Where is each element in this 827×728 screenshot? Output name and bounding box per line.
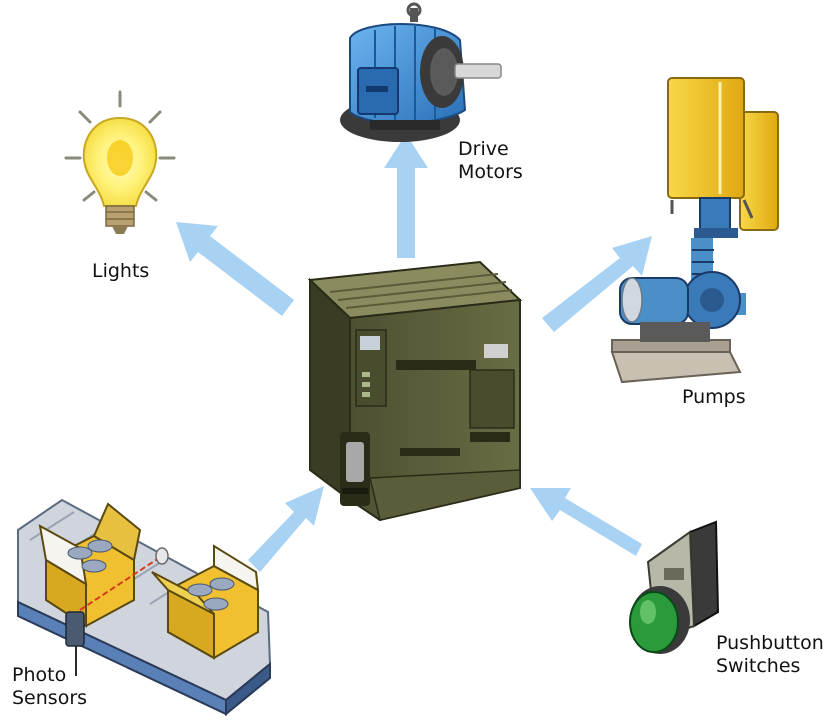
drive-motors-label: Drive Motors [458, 138, 523, 184]
pushbutton-switches-label-line-2: Switches [716, 655, 801, 677]
plc-controller-icon [307, 260, 523, 522]
photo-sensors-label-line-1: Photo [12, 664, 67, 686]
arrow-from-photo-sensors [248, 486, 324, 572]
pumps-label: Pumps [682, 386, 746, 409]
drive-motors-label-line-2: Motors [458, 161, 523, 183]
pump-icon [610, 77, 779, 384]
arrow-to-drive-motors [384, 134, 428, 258]
light-bulb-icon [64, 90, 176, 234]
lights-label-line-1: Lights [92, 260, 150, 282]
pushbutton-switch-icon [629, 520, 720, 654]
photo-sensors-label: Photo Sensors [12, 664, 87, 710]
photo-sensors-label-line-2: Sensors [12, 687, 88, 709]
arrow-to-lights [176, 222, 294, 316]
arrow-from-pushbutton-switches [530, 488, 642, 556]
conveyor-photo-sensor-icon [17, 498, 272, 717]
lights-label: Lights [92, 260, 149, 283]
pushbutton-switches-label: Pushbutton Switches [716, 632, 824, 678]
drive-motors-label-line-1: Drive [458, 138, 509, 160]
pushbutton-switches-label-line-1: Pushbutton [716, 632, 824, 654]
drive-motor-icon [340, 2, 502, 142]
pumps-label-line-1: Pumps [682, 386, 746, 408]
arrow-to-pumps [542, 236, 652, 332]
